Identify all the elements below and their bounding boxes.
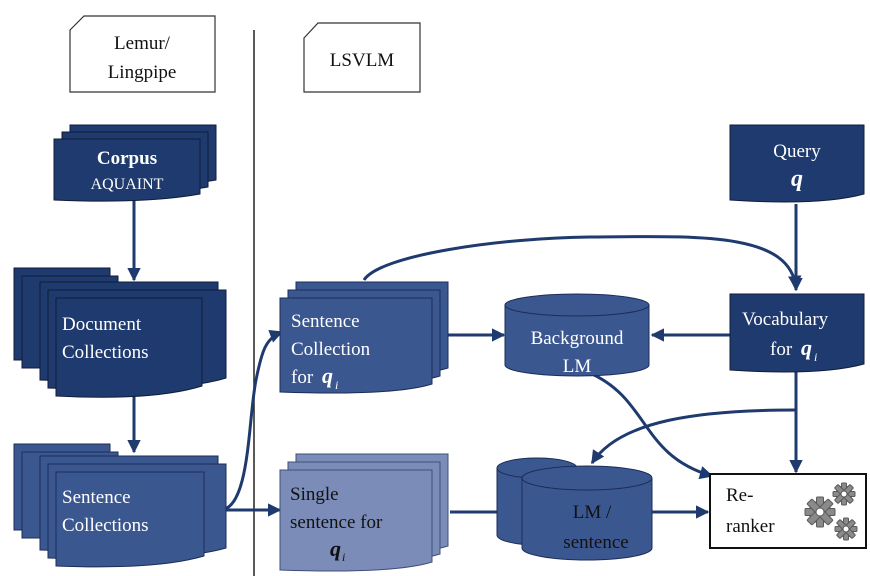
gears-icon: [804, 482, 858, 541]
lsvlm-tag: LSVLM: [303, 22, 421, 93]
sentence-collections-node: Sentence Collections: [13, 443, 227, 568]
vocabulary-node: Vocabulary for q i: [729, 293, 865, 373]
documents-line1: Document: [62, 314, 142, 335]
lm-sentence-node: LM / sentence: [496, 457, 653, 561]
sentence-collection-subscript: i: [335, 378, 338, 392]
sentence-collection-line1: Sentence: [291, 311, 360, 332]
document-collections-node: Document Collections: [13, 267, 227, 398]
lm-sentence-line2: sentence: [563, 532, 628, 553]
edge-sentence-collection-vocabulary: [362, 235, 802, 290]
vocabulary-line1: Vocabulary: [742, 309, 829, 330]
corpus-node: Corpus AQUAINT: [53, 124, 217, 202]
corpus-title: Corpus: [97, 148, 157, 169]
gear-bottom-icon: [834, 517, 858, 541]
reranker-line2: ranker: [726, 516, 775, 537]
sentence-collection-line3: for: [291, 367, 314, 388]
gear-top-icon: [832, 482, 856, 506]
vocabulary-subscript: i: [814, 350, 817, 364]
query-symbol: q: [791, 166, 803, 192]
tag-lingpipe-text: Lingpipe: [108, 62, 177, 83]
sentence-collection-node: Sentence Collection for q i: [279, 281, 449, 394]
query-label: Query: [773, 141, 821, 162]
tag-lsvlm-text: LSVLM: [330, 50, 395, 71]
reranker-node: Re- ranker: [709, 473, 867, 549]
single-sentence-node: Single sentence for q i: [279, 453, 449, 572]
edge-vocabulary-lm-sentence: [590, 408, 797, 465]
single-sentence-symbol: q: [330, 536, 341, 561]
sentences-line1: Sentence: [62, 487, 131, 508]
tag-lemur-text: Lemur/: [114, 33, 171, 54]
documents-line2: Collections: [62, 342, 149, 363]
sentences-line2: Collections: [62, 515, 149, 536]
sentence-collection-line2: Collection: [291, 339, 371, 360]
gear-large-icon: [804, 496, 836, 528]
single-sentence-line1: Single: [290, 484, 339, 505]
vocabulary-symbol: q: [801, 335, 812, 360]
background-lm-line2: LM: [563, 356, 592, 377]
edge-sentences-sentence-collection: [219, 329, 284, 512]
vocabulary-line2: for: [770, 339, 793, 360]
background-lm-line1: Background: [531, 328, 624, 349]
lm-sentence-line1: LM /: [573, 502, 612, 523]
single-sentence-subscript: i: [342, 550, 345, 564]
single-sentence-line2: sentence for: [290, 512, 383, 533]
query-node: Query q: [729, 124, 865, 203]
lemur-lingpipe-tag: Lemur/ Lingpipe: [69, 15, 216, 93]
reranker-line1: Re-: [726, 485, 753, 506]
corpus-subtitle: AQUAINT: [91, 176, 164, 193]
sentence-collection-symbol: q: [322, 363, 333, 388]
edges: [127, 200, 803, 519]
background-lm-node: Background LM: [504, 293, 650, 377]
